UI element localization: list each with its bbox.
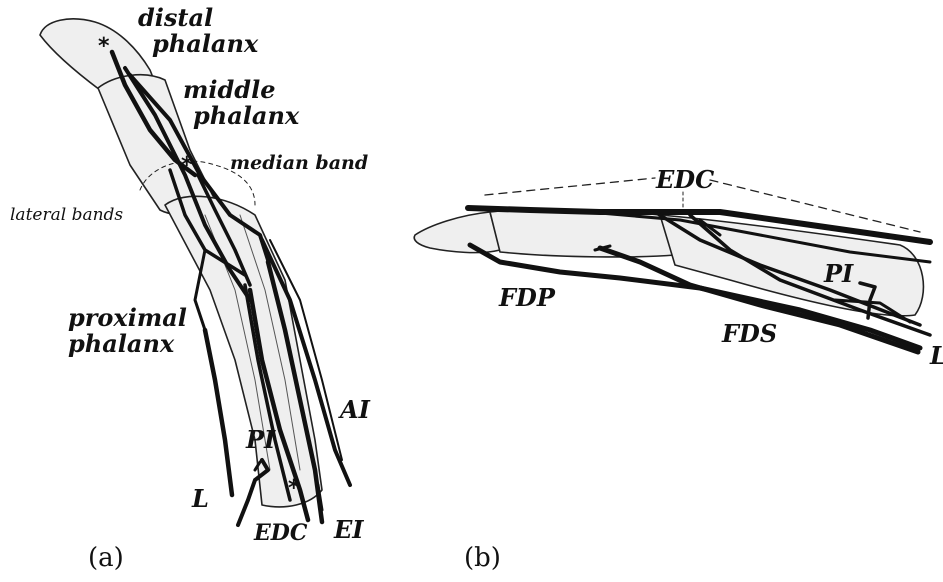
label-median-band: median band	[230, 154, 368, 173]
label-fds: FDS	[722, 322, 777, 346]
insertion-marker-proximal: *	[288, 478, 300, 500]
label-pi-a: PI	[246, 428, 275, 452]
label-middle: middle	[183, 78, 275, 102]
label-pi-b: PI	[824, 262, 853, 286]
label-ei: EI	[334, 518, 364, 542]
label-edc-a: EDC	[254, 522, 307, 544]
label-middle-phalanx: phalanx	[193, 104, 299, 128]
label-ai: AI	[340, 398, 370, 422]
insertion-marker-distal: *	[98, 36, 110, 58]
tendon-l	[205, 330, 232, 495]
label-proximal: proximal	[68, 306, 187, 330]
proximal-phalanx-bone-b	[660, 215, 923, 316]
label-proximal-phalanx: phalanx	[68, 332, 174, 356]
label-edc-b: EDC	[656, 168, 714, 192]
label-l-a: L	[192, 487, 209, 511]
label-fdp: FDP	[499, 286, 555, 310]
label-lateral-bands: lateral bands	[10, 207, 123, 224]
label-distal: distal	[138, 6, 213, 30]
label-distal-phalanx: phalanx	[152, 32, 258, 56]
insertion-marker-middle: *	[181, 155, 193, 177]
caption-a: (a)	[88, 545, 124, 571]
label-l-b: L	[930, 344, 943, 368]
distal-phalanx-bone-b	[414, 212, 500, 253]
caption-b: (b)	[464, 545, 501, 571]
